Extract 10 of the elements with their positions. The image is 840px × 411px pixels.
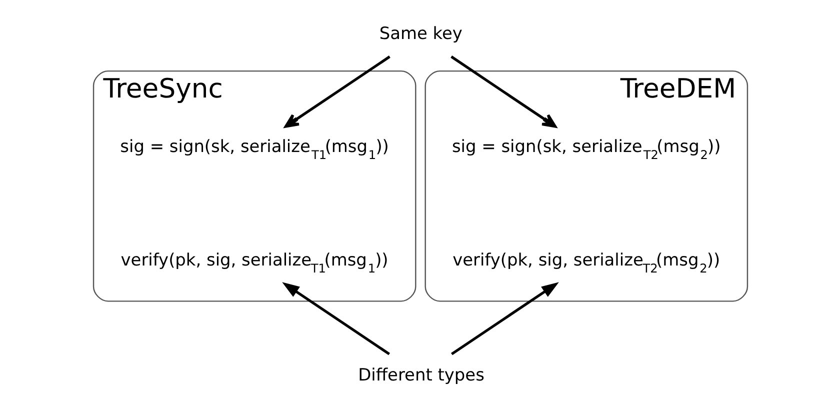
arrow xyxy=(450,282,558,356)
node-text: verify(pk, sig, serialize$_{T1}$(msg$_{1}$)) xyxy=(120,250,388,276)
node-text: Same key xyxy=(378,23,462,44)
node-text: verify(pk, sig, serialize$_{T2}$(msg$_{2}$)) xyxy=(452,250,720,276)
arrow xyxy=(282,282,390,356)
node-text: Different types xyxy=(358,364,484,385)
node-text: sig = sign(sk, serialize$_{T2}$(msg$_{2}$)) xyxy=(451,136,720,162)
node-text: sig = sign(sk, serialize$_{T1}$(msg$_{1}$)) xyxy=(120,136,388,162)
arrow xyxy=(450,56,556,128)
arrow xyxy=(284,56,390,128)
